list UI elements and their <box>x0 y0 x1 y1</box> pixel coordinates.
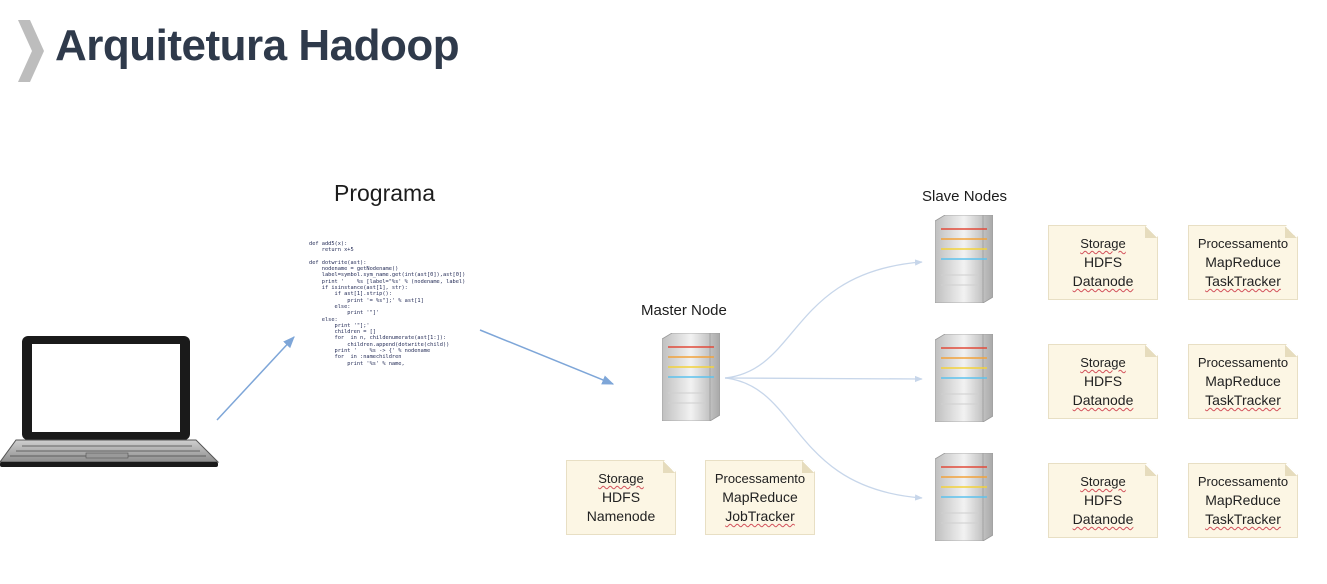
chevron-right-icon <box>18 20 44 82</box>
note-line-3: Datanode <box>1072 392 1134 408</box>
note-line-2: MapReduce <box>1205 373 1281 389</box>
note-line-3: JobTracker <box>725 508 795 524</box>
note-line-1: Storage <box>1080 474 1126 489</box>
note-line-3: TaskTracker <box>1205 511 1281 527</box>
master-storage-note: Storage HDFS Namenode <box>566 460 676 535</box>
note-line-2: HDFS <box>1083 492 1123 508</box>
note-line-2: MapReduce <box>722 489 798 505</box>
note-line-1: Storage <box>598 471 644 486</box>
note-line-1: Processamento <box>1197 474 1289 489</box>
note-line-1: Processamento <box>1197 236 1289 251</box>
note-line-2: MapReduce <box>1205 254 1281 270</box>
note-line-1: Processamento <box>1197 355 1289 370</box>
slave-storage-note: Storage HDFS Datanode <box>1048 463 1158 538</box>
code-snippet: def add5(x): return x+5 def dotwrite(ast… <box>309 241 466 367</box>
link-master-to-slave-2 <box>724 375 923 383</box>
note-line-2: MapReduce <box>1205 492 1281 508</box>
program-label: Programa <box>334 180 435 206</box>
slave-server-icon <box>935 453 993 541</box>
note-line-3: TaskTracker <box>1205 273 1281 289</box>
note-line-3: TaskTracker <box>1205 392 1281 408</box>
note-line-2: HDFS <box>1083 373 1123 389</box>
link-master-to-slave-3 <box>724 377 923 501</box>
slave-nodes-label: Slave Nodes <box>922 188 1008 205</box>
slave-storage-note: Storage HDFS Datanode <box>1048 225 1158 300</box>
note-line-1: Storage <box>1080 355 1126 370</box>
arrow-laptop-to-program <box>216 336 295 421</box>
note-line-1: Processamento <box>714 471 806 486</box>
note-line-1: Storage <box>1080 236 1126 251</box>
master-node-label: Master Node <box>641 302 727 319</box>
note-line-2: HDFS <box>1083 254 1123 270</box>
slave-storage-note: Storage HDFS Datanode <box>1048 344 1158 419</box>
master-server-icon <box>662 333 720 421</box>
note-line-3: Datanode <box>1072 273 1134 289</box>
note-line-3: Datanode <box>1072 511 1134 527</box>
slave-processing-note: Processamento MapReduce TaskTracker <box>1188 225 1298 300</box>
note-line-2: HDFS <box>601 489 641 505</box>
slave-processing-note: Processamento MapReduce TaskTracker <box>1188 344 1298 419</box>
master-processing-note: Processamento MapReduce JobTracker <box>705 460 815 535</box>
slave-server-icon <box>935 215 993 303</box>
laptop-icon <box>0 336 220 467</box>
slide-title: Arquitetura Hadoop <box>55 21 460 70</box>
note-line-3: Namenode <box>586 508 656 524</box>
link-master-to-slave-1 <box>724 259 923 379</box>
slave-processing-note: Processamento MapReduce TaskTracker <box>1188 463 1298 538</box>
arrow-program-to-master <box>479 329 615 385</box>
slave-server-icon <box>935 334 993 422</box>
